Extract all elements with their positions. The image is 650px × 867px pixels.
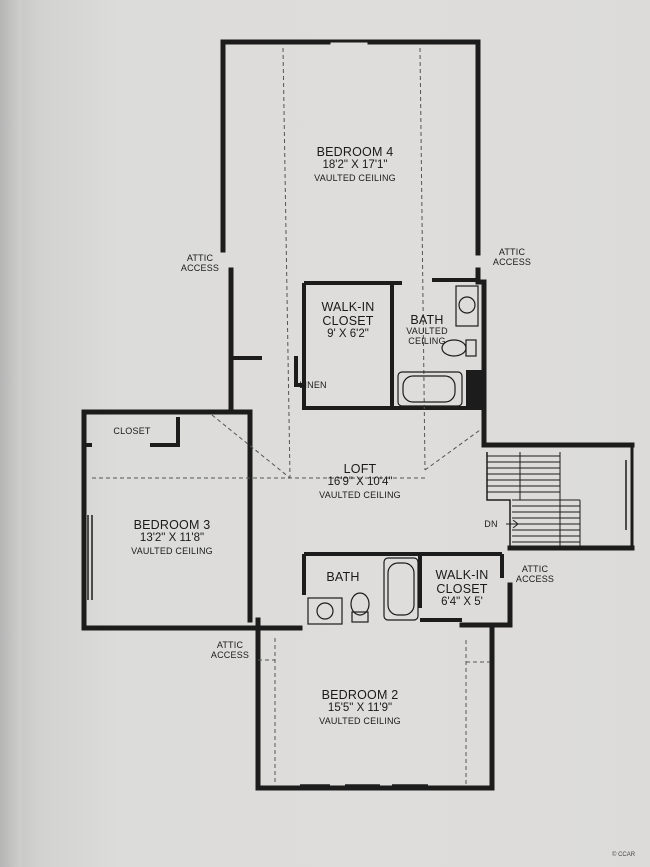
attic-line1: ATTIC (216, 640, 244, 650)
walkin1-dims: 9' X 6'2" (327, 328, 369, 340)
loft-label: LOFT (343, 462, 377, 476)
bedroom4-label: BEDROOM 4 (290, 145, 420, 159)
vault-line-left (282, 47, 291, 479)
loft-dims: 16'9" X 10'4" (327, 476, 393, 488)
vault-diagonal-left (211, 414, 291, 479)
attic-line2: ACCESS (180, 263, 220, 274)
bath1-note1: VAULTED (406, 326, 448, 336)
fixtures (307, 285, 479, 625)
bedroom3-dims: 13'2" X 11'8" (139, 532, 205, 544)
bath2-sink (307, 597, 343, 625)
vault-diagonal-right (424, 429, 481, 471)
walkin1-name1: WALK-IN (321, 300, 375, 314)
bedroom4-name: BEDROOM 4 (316, 145, 394, 159)
attic-line1: ATTIC (498, 247, 526, 257)
bedroom4-dims: 18'2" X 17'1" (322, 159, 388, 171)
bath1-label: BATH (410, 313, 444, 327)
walkin2-dims: 6'4" X 5' (441, 596, 483, 608)
bath1-tub (397, 371, 463, 407)
wall-bedroom3-top-right (81, 409, 253, 623)
wall-bedroom4-top-right (220, 39, 481, 256)
wall-bath-right (475, 267, 487, 448)
walkin1-name2: CLOSET (322, 314, 374, 328)
bath2-tub (383, 557, 419, 621)
bedroom2-dims: 15'5" X 11'9" (327, 702, 393, 714)
wall-bed2-top-right (459, 582, 513, 628)
bath1-note2: CEILING (408, 336, 446, 347)
wic1-box (302, 283, 394, 410)
interior-walls (84, 278, 504, 622)
bath1-toilet-tank (465, 339, 477, 357)
window-bedroom3 (87, 515, 93, 600)
walkin2-name1: WALK-IN (435, 568, 489, 582)
attic-line1: ATTIC (521, 564, 549, 574)
ccar-watermark: © CCAR (612, 852, 636, 858)
bath-fixture-block (466, 370, 482, 406)
bath1-tub-inner (402, 375, 456, 403)
closet-right (150, 417, 180, 447)
bedroom4-note: VAULTED CEILING (314, 173, 396, 183)
bath2-tub-inner (387, 562, 415, 616)
wall-bedroom2 (255, 617, 495, 791)
stairs-down-label: DN (484, 519, 498, 529)
bedroom2-note: VAULTED CEILING (319, 716, 401, 726)
bath2-sink-bowl (316, 602, 334, 620)
bedroom2-label: BEDROOM 2 (321, 688, 399, 702)
linen-label: LINEN (299, 380, 327, 390)
attic-line1: ATTIC (186, 253, 214, 263)
loft-note: VAULTED CEILING (319, 490, 401, 500)
attic-line2: ACCESS (515, 574, 555, 585)
vault-line-right (419, 47, 426, 471)
bath1-sink (455, 285, 479, 327)
bath2-label: BATH (326, 570, 360, 584)
bedroom3-note: VAULTED CEILING (131, 546, 213, 556)
wall-bedroom3-left-bottom (81, 409, 261, 631)
walkin2-name2: CLOSET (436, 582, 488, 596)
exterior-walls (81, 39, 635, 791)
staircase (486, 452, 581, 548)
bath2-toilet-tank (351, 611, 369, 623)
linen-wall (294, 356, 304, 387)
page-edge-shadow (0, 0, 22, 867)
vault-lines (92, 47, 490, 785)
bedroom3-label: BEDROOM 3 (133, 518, 211, 532)
bath1-sink-bowl (458, 296, 476, 314)
windows (87, 460, 627, 786)
attic-line2: ACCESS (492, 257, 532, 268)
closet-label: CLOSET (113, 426, 151, 436)
attic-line2: ACCESS (210, 650, 250, 661)
bath2-toilet (350, 592, 370, 616)
